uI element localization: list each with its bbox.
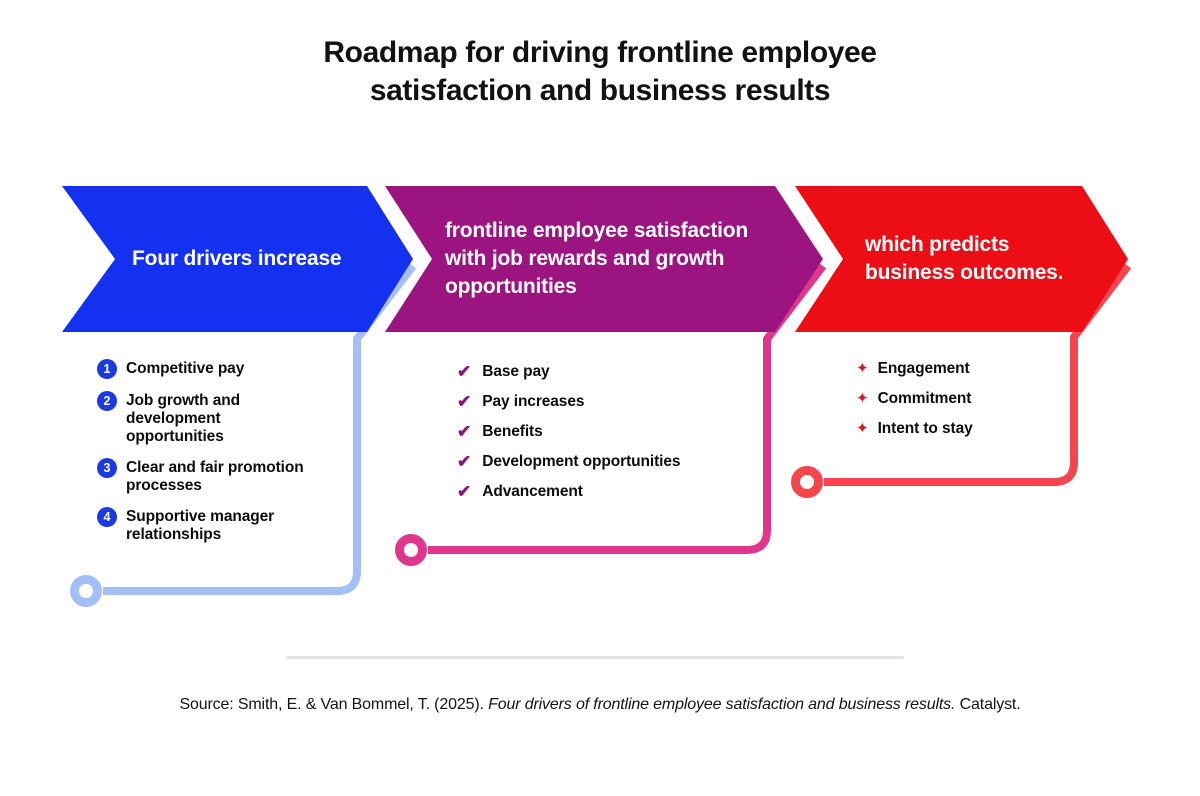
list-item: 4 Supportive manager relationships (97, 507, 325, 544)
list-item: 2 Job growth and development opportuniti… (97, 391, 325, 446)
connector-ring-drivers (70, 575, 102, 607)
list-item-label: Intent to stay (877, 420, 973, 437)
arrow-satisfaction-label: frontline employee satisfaction with job… (445, 219, 749, 298)
number-badge-icon: 3 (97, 458, 117, 478)
source-citation-suffix: Catalyst. (955, 696, 1021, 713)
list-item: ✦ Engagement (856, 360, 973, 378)
check-icon: ✔ (457, 452, 472, 471)
number-badge-icon: 1 (97, 359, 117, 379)
source-citation: Source: Smith, E. & Van Bommel, T. (2025… (0, 696, 1200, 714)
list-item: 3 Clear and fair promotion processes (97, 458, 325, 495)
list-item-label: Commitment (877, 390, 972, 407)
list-item-label: Clear and fair promotion processes (126, 459, 304, 494)
source-citation-title: Four drivers of frontline employee satis… (488, 696, 956, 713)
star-bullet-icon: ✦ (856, 360, 869, 377)
list-item-label: Competitive pay (126, 360, 245, 377)
list-item: ✦ Commitment (856, 390, 973, 408)
page-title: Roadmap for driving frontline employee s… (0, 34, 1200, 110)
list-item-label: Development opportunities (482, 453, 681, 470)
arrow-four-drivers-label: Four drivers increase (132, 247, 342, 270)
list-item: ✔ Base pay (457, 363, 680, 381)
list-item-label: Benefits (482, 423, 543, 440)
connector-ring-rewards (395, 534, 427, 566)
list-item-label: Supportive manager relationships (126, 508, 275, 543)
list-item: ✔ Development opportunities (457, 452, 681, 471)
rewards-list: ✔ Base pay ✔ Pay increases ✔ Benefits ✔ … (457, 363, 681, 501)
arrow-satisfaction: frontline employee satisfaction with job… (385, 186, 823, 332)
list-item-label: Job growth and development opportunities (126, 392, 240, 445)
check-icon: ✔ (457, 392, 472, 411)
number-badge-icon: 4 (97, 507, 117, 527)
footer-divider (286, 656, 904, 659)
check-icon: ✔ (457, 482, 472, 501)
list-item-label: Advancement (482, 483, 583, 500)
source-citation-prefix: Source: Smith, E. & Van Bommel, T. (2025… (179, 696, 489, 713)
list-item-label: Base pay (482, 363, 550, 380)
list-item-label: Engagement (877, 360, 970, 377)
list-item: ✦ Intent to stay (856, 420, 973, 438)
arrow-business-outcomes: which predicts business outcomes. (795, 186, 1128, 332)
outcomes-list: ✦ Engagement ✦ Commitment ✦ Intent to st… (856, 360, 973, 438)
number-badge-icon: 2 (97, 391, 117, 411)
list-item: 1 Competitive pay (97, 359, 325, 379)
check-icon: ✔ (457, 362, 472, 381)
page-title-line2: satisfaction and business results (369, 74, 831, 107)
check-icon: ✔ (457, 422, 472, 441)
page-title-line1: Roadmap for driving frontline employee (323, 36, 877, 69)
arrow-four-drivers: Four drivers increase (62, 186, 413, 332)
connector-ring-outcomes (791, 466, 823, 498)
star-bullet-icon: ✦ (856, 420, 869, 437)
list-item: ✔ Pay increases (457, 393, 680, 411)
star-bullet-icon: ✦ (856, 390, 869, 407)
arrow-business-outcomes-label: which predicts business outcomes. (865, 233, 1064, 284)
list-item: ✔ Benefits (457, 423, 680, 441)
drivers-list: 1 Competitive pay 2 Job growth and devel… (97, 359, 325, 544)
list-item-label: Pay increases (482, 393, 585, 410)
list-item: ✔ Advancement (457, 483, 680, 501)
